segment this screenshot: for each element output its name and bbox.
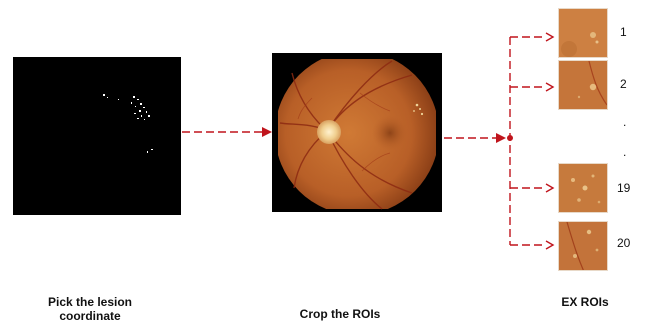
arrowhead-fundus-to-branch	[496, 133, 506, 143]
arrowhead-roi-20	[546, 241, 553, 249]
ellipsis-dot: .	[623, 115, 626, 129]
arrowhead-roi-19	[546, 184, 553, 192]
branch-junction-dot	[507, 135, 513, 141]
caption-crop-rois: Crop the ROIs	[280, 307, 400, 321]
roi-number-19: 19	[617, 181, 630, 195]
caption-ex-rois: EX ROIs	[540, 295, 630, 309]
arrowhead-mask-to-fundus	[262, 127, 272, 137]
roi-number-20: 20	[617, 236, 630, 250]
roi-number-1: 1	[620, 25, 627, 39]
arrowhead-roi-2	[546, 83, 553, 91]
caption-pick-lesion-line1: Pick the lesion	[20, 295, 160, 309]
ellipsis-dot: .	[623, 145, 626, 159]
arrowhead-roi-1	[546, 33, 553, 41]
caption-pick-lesion: Pick the lesion coordinate	[20, 295, 160, 323]
roi-number-2: 2	[620, 77, 627, 91]
caption-pick-lesion-line2: coordinate	[20, 309, 160, 323]
